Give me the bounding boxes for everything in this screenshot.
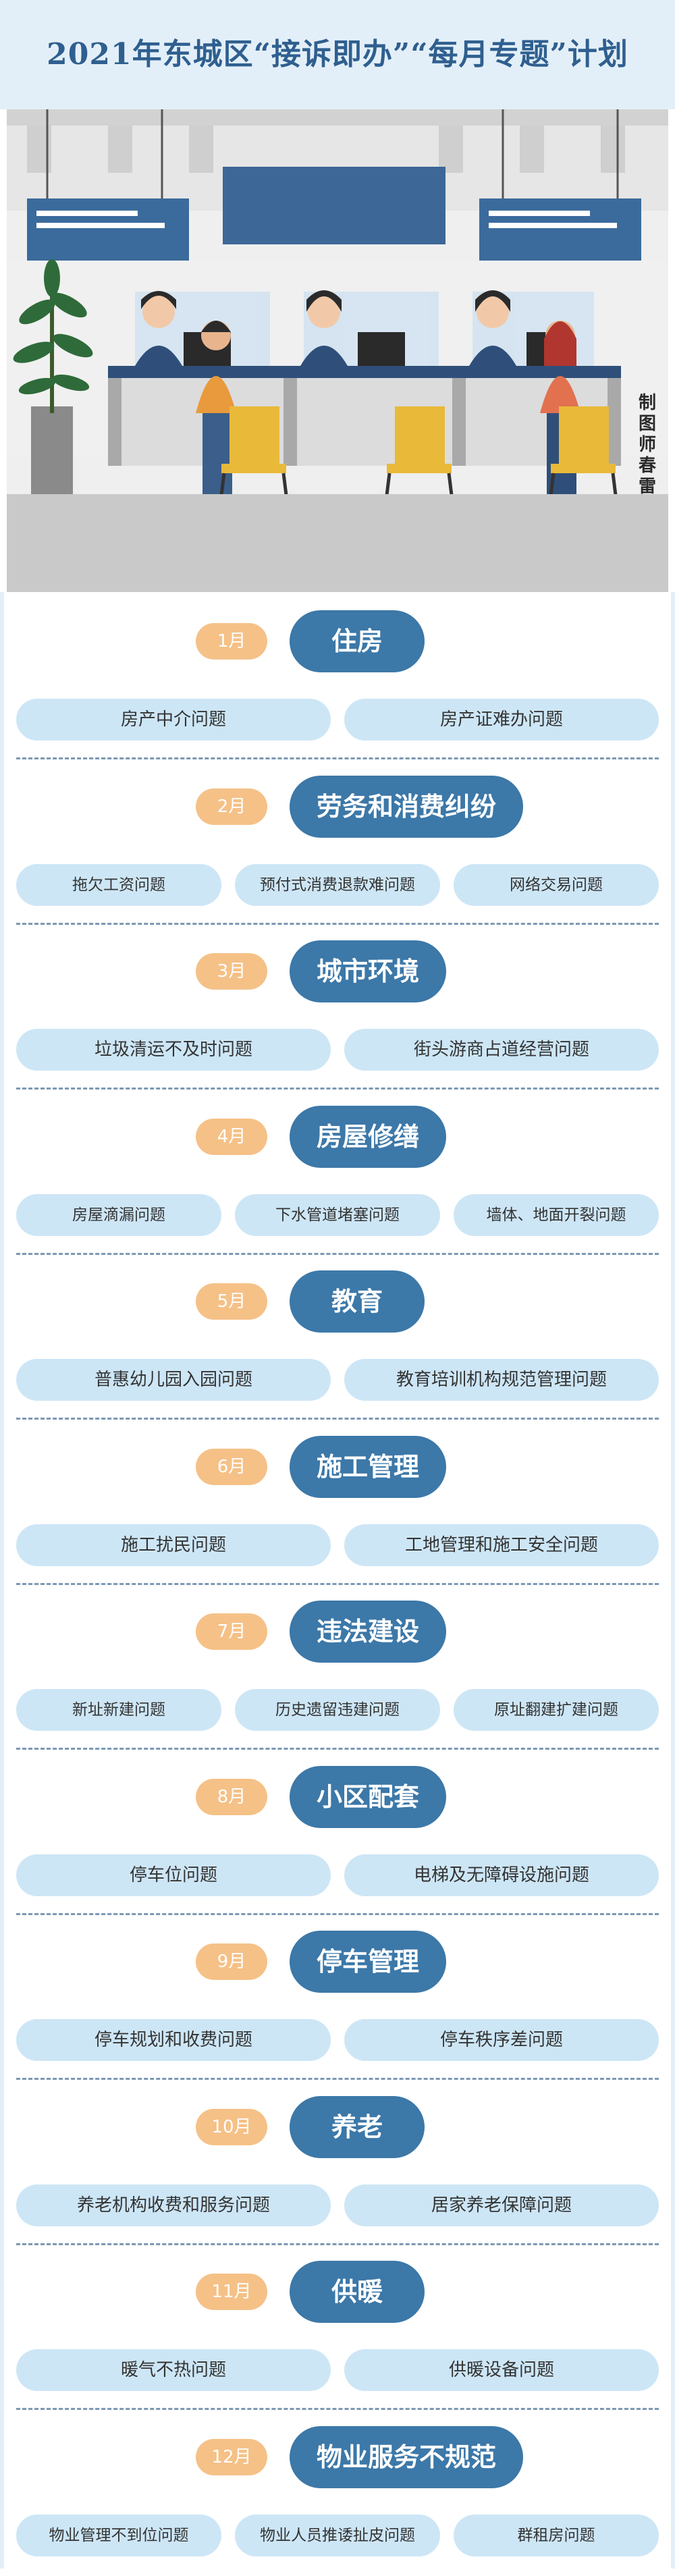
section-divider — [16, 1913, 659, 1915]
month-section: 8月小区配套停车位问题电梯及无障碍设施问题 — [16, 1751, 659, 1916]
issue-pill: 垃圾清运不及时问题 — [16, 1029, 331, 1071]
issue-pill: 停车秩序差问题 — [344, 2019, 659, 2061]
month-section: 2月劳务和消费纠纷拖欠工资问题预付式消费退款难问题网络交易问题 — [16, 761, 659, 925]
issue-pill: 工地管理和施工安全问题 — [344, 1524, 659, 1566]
month-badge: 6月 — [196, 1449, 267, 1485]
issue-pill: 房产中介问题 — [16, 699, 331, 741]
issue-pill: 停车位问题 — [16, 1854, 331, 1896]
month-section: 1月住房房产中介问题房产证难办问题 — [16, 595, 659, 760]
issue-pill: 物业管理不到位问题 — [16, 2515, 221, 2556]
month-badge: 5月 — [196, 1283, 267, 1320]
topic-pill: 施工管理 — [290, 1436, 446, 1498]
section-divider — [16, 1418, 659, 1420]
section-divider — [16, 757, 659, 759]
page-title: 2021年东城区“接诉即办”“每月专题”计划 — [47, 37, 628, 72]
month-badge: 10月 — [196, 2109, 267, 2145]
topic-pill: 物业服务不规范 — [290, 2426, 523, 2488]
issue-pill: 墙体、地面开裂问题 — [454, 1194, 659, 1236]
month-section: 10月养老养老机构收费和服务问题居家养老保障问题 — [16, 2081, 659, 2246]
issue-pill: 房产证难办问题 — [344, 699, 659, 741]
issue-pill: 养老机构收费和服务问题 — [16, 2184, 331, 2226]
issue-pill: 居家养老保障问题 — [344, 2184, 659, 2226]
section-divider — [16, 923, 659, 925]
month-badge: 12月 — [196, 2439, 267, 2475]
month-section: 6月施工管理施工扰民问题工地管理和施工安全问题 — [16, 1421, 659, 1586]
topic-pill: 劳务和消费纠纷 — [290, 776, 523, 838]
month-section: 7月违法建设新址新建问题历史遗留违建问题原址翻建扩建问题 — [16, 1586, 659, 1750]
month-badge: 8月 — [196, 1779, 267, 1815]
month-section: 9月停车管理停车规划和收费问题停车秩序差问题 — [16, 1916, 659, 2081]
topic-pill: 养老 — [290, 2096, 425, 2158]
month-section: 5月教育普惠幼儿园入园问题教育培训机构规范管理问题 — [16, 1256, 659, 1420]
issue-pill: 房屋滴漏问题 — [16, 1194, 221, 1236]
topic-pill: 小区配套 — [290, 1766, 446, 1828]
issue-pill: 历史遗留违建问题 — [235, 1689, 440, 1731]
month-badge: 7月 — [196, 1613, 267, 1650]
section-divider — [16, 1583, 659, 1585]
issue-pill: 暖气不热问题 — [16, 2349, 331, 2391]
topic-pill: 供暖 — [290, 2261, 425, 2323]
month-badge: 3月 — [196, 953, 267, 990]
topic-pill: 教育 — [290, 1270, 425, 1333]
topic-pill: 违法建设 — [290, 1601, 446, 1663]
section-divider — [16, 2243, 659, 2245]
issue-pill: 供暖设备问题 — [344, 2349, 659, 2391]
issue-pill: 拖欠工资问题 — [16, 864, 221, 906]
month-badge: 11月 — [196, 2274, 267, 2310]
month-section: 3月城市环境垃圾清运不及时问题街头游商占道经营问题 — [16, 925, 659, 1090]
issue-pill: 教育培训机构规范管理问题 — [344, 1359, 659, 1401]
service-hall-illustration: 制图 师春雷 — [7, 109, 668, 592]
topic-pill: 城市环境 — [290, 940, 446, 1002]
issue-pill: 网络交易问题 — [454, 864, 659, 906]
month-badge: 4月 — [196, 1119, 267, 1155]
issue-pill: 下水管道堵塞问题 — [235, 1194, 440, 1236]
issue-pill: 原址翻建扩建问题 — [454, 1689, 659, 1731]
issue-pill: 电梯及无障碍设施问题 — [344, 1854, 659, 1896]
section-divider — [16, 1748, 659, 1750]
topic-pill: 停车管理 — [290, 1931, 446, 1993]
issue-pill: 新址新建问题 — [16, 1689, 221, 1731]
topic-pill: 房屋修缮 — [290, 1106, 446, 1168]
section-divider — [16, 1253, 659, 1255]
month-section: 4月房屋修缮房屋滴漏问题下水管道堵塞问题墙体、地面开裂问题 — [16, 1091, 659, 1256]
month-badge: 1月 — [196, 623, 267, 660]
month-section: 12月物业服务不规范物业管理不到位问题物业人员推诿扯皮问题群租房问题 — [16, 2411, 659, 2576]
month-badge: 2月 — [196, 788, 267, 825]
right-frame — [671, 592, 675, 2569]
month-section: 11月供暖暖气不热问题供暖设备问题 — [16, 2246, 659, 2411]
issue-pill: 普惠幼儿园入园问题 — [16, 1359, 331, 1401]
header-band: 2021年东城区“接诉即办”“每月专题”计划 — [0, 0, 675, 109]
issue-pill: 施工扰民问题 — [16, 1524, 331, 1566]
issue-pill: 物业人员推诿扯皮问题 — [235, 2515, 440, 2556]
left-frame — [0, 592, 4, 2569]
section-divider — [16, 2078, 659, 2080]
illustration-credit: 制图 师春雷 — [638, 393, 656, 497]
month-badge: 9月 — [196, 1943, 267, 1980]
issue-pill: 停车规划和收费问题 — [16, 2019, 331, 2061]
issue-pill: 预付式消费退款难问题 — [235, 864, 440, 906]
issue-pill: 群租房问题 — [454, 2515, 659, 2556]
issue-pill: 街头游商占道经营问题 — [344, 1029, 659, 1071]
topic-pill: 住房 — [290, 610, 425, 672]
section-divider — [16, 2408, 659, 2410]
section-divider — [16, 1088, 659, 1090]
